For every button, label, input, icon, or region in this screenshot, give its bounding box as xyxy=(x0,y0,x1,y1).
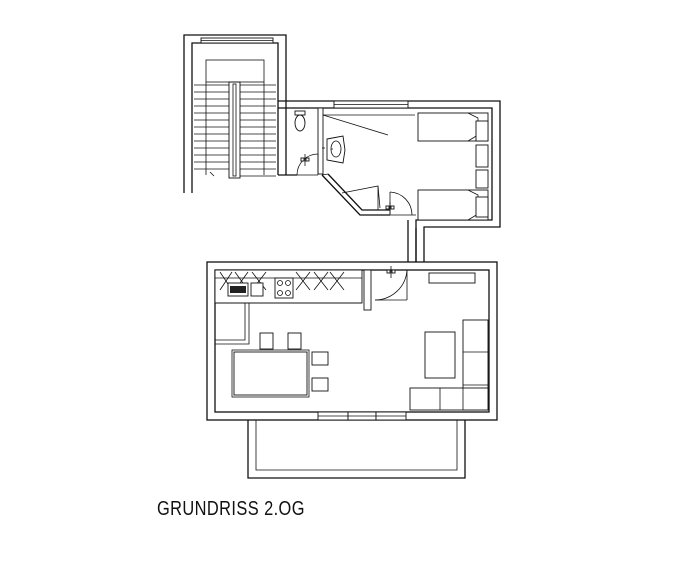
dining-area xyxy=(231,332,329,398)
stair-flight-left xyxy=(194,82,229,177)
nightstand xyxy=(475,144,489,168)
radiator xyxy=(428,272,476,284)
wc-door xyxy=(296,153,319,176)
chair xyxy=(311,377,329,392)
bedroom-door xyxy=(389,191,413,216)
stair-landing xyxy=(205,59,265,83)
stairwell xyxy=(183,34,287,193)
kitchen-counter xyxy=(214,269,363,345)
wc-room xyxy=(294,110,325,176)
entry-door xyxy=(374,269,408,301)
kitchen-partition xyxy=(363,269,372,311)
cooktop-icon xyxy=(274,277,294,299)
light-switch-icon xyxy=(386,266,396,278)
stair-flight-right xyxy=(240,82,276,177)
chair xyxy=(259,332,274,350)
wc-partition xyxy=(317,107,324,175)
nightstand xyxy=(475,169,489,189)
stair-center-wall xyxy=(228,81,241,179)
corridor xyxy=(407,220,417,262)
bed-lower xyxy=(417,189,489,221)
dining-table xyxy=(233,351,308,396)
chair xyxy=(311,351,329,366)
drawing-caption: GRUNDRISS 2.OG xyxy=(157,498,305,520)
washbasin-icon xyxy=(326,135,346,164)
toilet-icon xyxy=(294,114,306,132)
balcony xyxy=(247,420,466,479)
living-walls xyxy=(206,261,498,479)
living-area xyxy=(409,319,489,411)
bath-room xyxy=(321,114,415,216)
bed-upper xyxy=(417,112,489,142)
light-switch-icon xyxy=(385,202,395,214)
bedroom xyxy=(385,112,489,221)
chair xyxy=(287,332,302,350)
light-switch-icon xyxy=(300,154,310,166)
coffee-table xyxy=(424,331,456,379)
sofa xyxy=(409,319,489,411)
